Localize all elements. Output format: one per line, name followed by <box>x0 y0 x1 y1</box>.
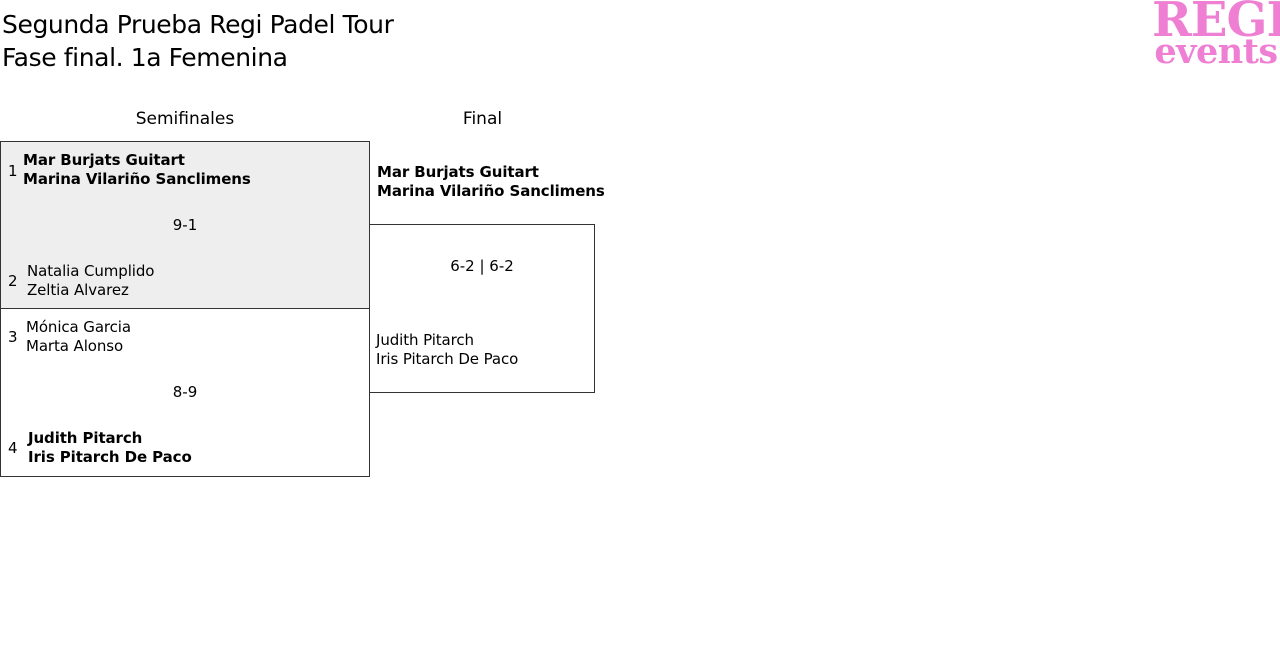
semifinal-1-team-b: Natalia Cumplido Zeltia Alvarez <box>27 262 154 300</box>
player-name: Zeltia Alvarez <box>27 281 129 299</box>
regi-events-logo: REGI events <box>1152 0 1280 69</box>
player-name: Judith Pitarch <box>28 429 143 447</box>
phase-title: Fase final. 1a Femenina <box>2 43 288 72</box>
player-name: Iris Pitarch De Paco <box>376 350 519 368</box>
semifinal-2-score: 8-9 <box>172 383 198 401</box>
semifinal-1-seed-a: 1 <box>8 162 18 180</box>
semifinal-2-seed-b: 4 <box>8 439 18 457</box>
player-name: Iris Pitarch De Paco <box>28 448 192 466</box>
final-team-a: Mar Burjats Guitart Marina Vilariño Sanc… <box>377 163 605 201</box>
round-header-semifinals: Semifinales <box>135 109 235 129</box>
semifinal-2-team-b: Judith Pitarch Iris Pitarch De Paco <box>28 429 192 467</box>
semifinal-1-seed-b: 2 <box>8 272 18 290</box>
player-name: Marina Vilariño Sanclimens <box>23 170 251 188</box>
logo-text-events: events <box>1154 31 1278 72</box>
player-name: Mar Burjats Guitart <box>23 151 185 169</box>
player-name: Mar Burjats Guitart <box>377 163 539 181</box>
semifinal-1-team-a: Mar Burjats Guitart Marina Vilariño Sanc… <box>23 151 251 189</box>
semifinal-1-score: 9-1 <box>172 216 198 234</box>
semifinal-2-seed-a: 3 <box>8 328 18 346</box>
round-header-final: Final <box>462 109 503 129</box>
final-team-b: Judith Pitarch Iris Pitarch De Paco <box>376 331 518 369</box>
page-title: Segunda Prueba Regi Padel Tour Fase fina… <box>2 8 394 74</box>
player-name: Mónica Garcia <box>26 318 131 336</box>
final-score: 6-2 | 6-2 <box>450 257 514 275</box>
semifinal-2-match: 3 Mónica Garcia Marta Alonso 8-9 4 Judit… <box>0 308 370 477</box>
final-match: 6-2 | 6-2 Judith Pitarch Iris Pitarch De… <box>369 224 595 393</box>
semifinal-2-team-a: Mónica Garcia Marta Alonso <box>26 318 131 356</box>
tournament-title: Segunda Prueba Regi Padel Tour <box>2 10 394 39</box>
logo-text-regi: REGI <box>1152 0 1280 48</box>
player-name: Marina Vilariño Sanclimens <box>377 182 605 200</box>
player-name: Marta Alonso <box>26 337 124 355</box>
player-name: Natalia Cumplido <box>27 262 155 280</box>
player-name: Judith Pitarch <box>376 331 474 349</box>
semifinal-1-match: 1 Mar Burjats Guitart Marina Vilariño Sa… <box>0 141 370 309</box>
